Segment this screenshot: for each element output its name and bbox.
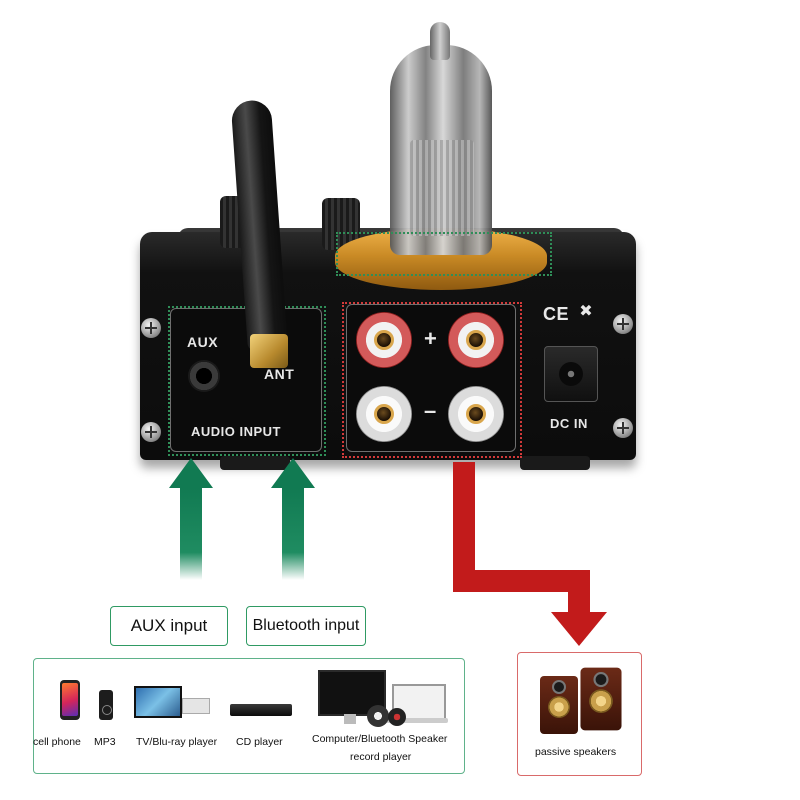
antenna-connector bbox=[250, 334, 288, 368]
cell-phone-icon bbox=[60, 680, 80, 720]
bluetooth-input-box: Bluetooth input bbox=[246, 606, 366, 646]
cd-player-label: CD player bbox=[236, 736, 283, 748]
speaker-output-highlight-box bbox=[342, 302, 522, 458]
tube-tip bbox=[430, 22, 450, 60]
source-devices-panel bbox=[33, 658, 465, 774]
plus-label: + bbox=[424, 326, 438, 351]
screw-icon bbox=[141, 422, 161, 442]
weee-bin-icon: ✖ bbox=[579, 303, 593, 320]
bluetooth-input-label: Bluetooth input bbox=[252, 617, 360, 634]
record-player-icon bbox=[388, 708, 406, 726]
tv-bluray-label: TV/Blu-ray player bbox=[136, 736, 218, 748]
laptop-base bbox=[386, 718, 448, 723]
tv-icon bbox=[134, 686, 182, 718]
bluetooth-speaker-icon bbox=[367, 705, 389, 727]
passive-speakers-label: passive speakers bbox=[535, 746, 617, 758]
passive-speakers-panel bbox=[517, 652, 642, 776]
speaker-icon bbox=[580, 667, 622, 731]
monitor-stand bbox=[344, 714, 356, 724]
output-arrow-drop bbox=[568, 570, 590, 616]
aux-label: AUX bbox=[187, 334, 219, 350]
audio-input-label: AUDIO INPUT bbox=[191, 424, 281, 439]
bluray-player-icon bbox=[182, 698, 210, 714]
screw-icon bbox=[141, 318, 161, 338]
cd-player-icon bbox=[230, 704, 292, 716]
tube-highlight-box bbox=[336, 232, 552, 276]
amplifier-foot-right bbox=[520, 456, 590, 470]
aux-input-label: AUX input bbox=[130, 616, 208, 635]
binding-post-red-right[interactable] bbox=[448, 312, 504, 368]
mp3-player-icon bbox=[99, 690, 113, 720]
aux-jack[interactable] bbox=[188, 360, 220, 392]
output-arrow-vertical bbox=[453, 462, 475, 576]
mp3-label: MP3 bbox=[94, 736, 116, 748]
tube-internals bbox=[410, 140, 474, 236]
binding-post-white-left[interactable] bbox=[356, 386, 412, 442]
screw-icon bbox=[613, 418, 633, 438]
minus-label: – bbox=[424, 398, 437, 423]
output-arrow-down-icon bbox=[551, 612, 607, 646]
binding-post-white-right[interactable] bbox=[448, 386, 504, 442]
bluetooth-arrow-up-icon bbox=[271, 458, 315, 488]
aux-arrow-up-icon bbox=[169, 458, 213, 488]
dc-in-label: DC IN bbox=[550, 416, 588, 431]
screw-icon bbox=[613, 314, 633, 334]
dc-in-jack[interactable] bbox=[544, 346, 598, 402]
ce-mark: CE bbox=[543, 304, 570, 324]
computer-bluetooth-speaker-label: Computer/Bluetooth Speaker bbox=[312, 733, 448, 745]
cell-phone-label: cell phone bbox=[33, 736, 81, 748]
binding-post-red-left[interactable] bbox=[356, 312, 412, 368]
aux-arrow-shaft bbox=[180, 488, 202, 580]
ant-label: ANT bbox=[264, 366, 295, 382]
aux-input-box: AUX input bbox=[110, 606, 228, 646]
bluetooth-arrow-shaft bbox=[282, 488, 304, 580]
record-player-label: record player bbox=[350, 751, 412, 763]
output-arrow-horizontal bbox=[453, 570, 583, 592]
speaker-icon bbox=[540, 676, 578, 734]
